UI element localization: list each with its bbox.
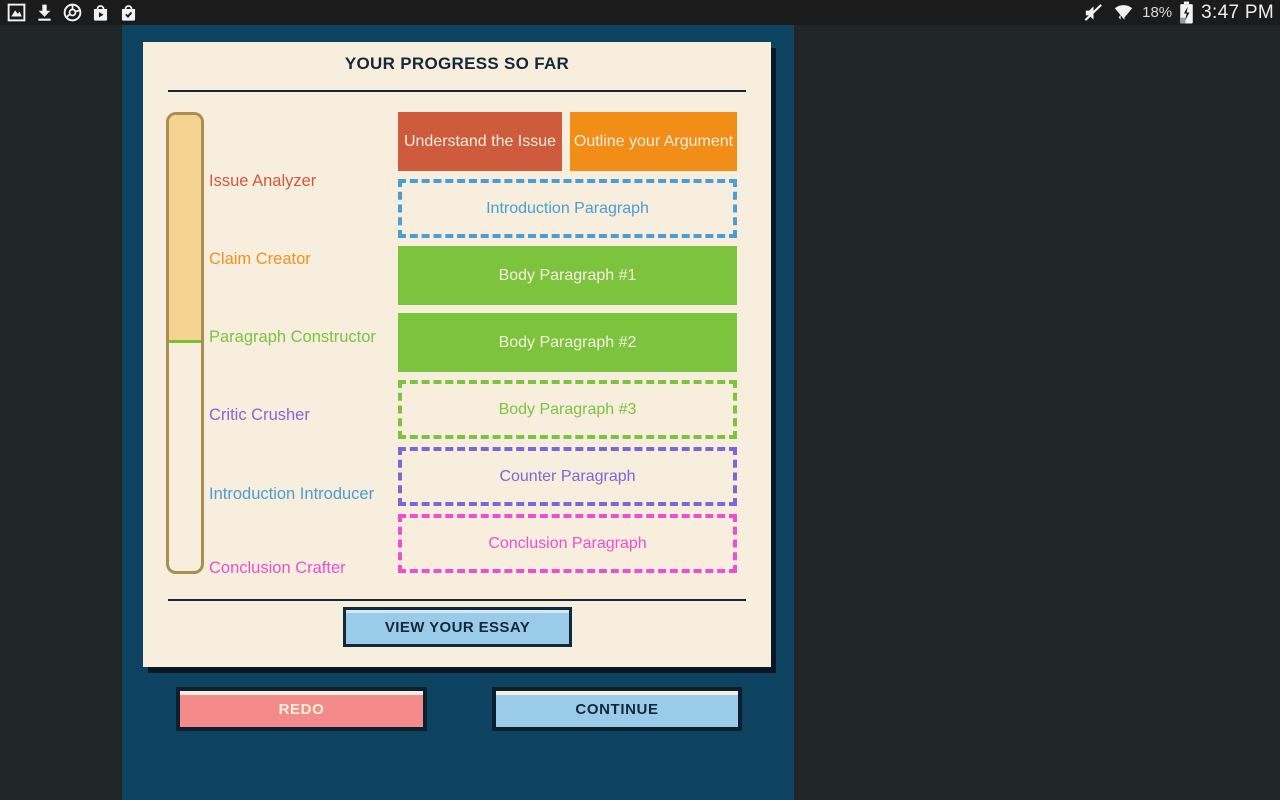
battery-percent: 18%	[1142, 4, 1173, 21]
milestone-claim-creator: Claim Creator	[209, 250, 311, 268]
progress-card: YOUR PROGRESS SO FAR Issue Analyzer Clai…	[143, 42, 771, 667]
block-body-paragraph-3: Body Paragraph #3	[398, 380, 737, 439]
app-panel: YOUR PROGRESS SO FAR Issue Analyzer Clai…	[122, 25, 794, 800]
battery-charging-icon	[1179, 1, 1194, 24]
gallery-icon	[6, 2, 27, 23]
continue-button[interactable]: CONTINUE	[492, 687, 742, 731]
block-counter-paragraph: Counter Paragraph	[398, 447, 737, 506]
progress-meter-fill	[169, 115, 201, 340]
download-icon	[34, 2, 55, 23]
block-conclusion-paragraph: Conclusion Paragraph	[398, 514, 737, 573]
milestone-conclusion-crafter: Conclusion Crafter	[209, 559, 346, 577]
milestone-critic-crusher: Critic Crusher	[209, 406, 310, 424]
chrome-icon	[62, 2, 83, 23]
block-understand-the-issue: Understand the Issue	[398, 112, 562, 171]
milestone-introduction-introducer: Introduction Introducer	[209, 485, 375, 503]
divider-top	[168, 90, 746, 92]
milestone-paragraph-constructor: Paragraph Constructor	[209, 328, 376, 346]
play-store-icon	[90, 2, 111, 23]
clock: 3:47 PM	[1201, 1, 1274, 23]
volume-muted-icon	[1082, 1, 1105, 24]
block-introduction-paragraph: Introduction Paragraph	[398, 179, 737, 238]
block-body-paragraph-1: Body Paragraph #1	[398, 246, 737, 305]
page-title: YOUR PROGRESS SO FAR	[344, 54, 570, 73]
wifi-icon	[1112, 1, 1135, 24]
view-essay-button[interactable]: VIEW YOUR ESSAY	[343, 607, 572, 647]
redo-button[interactable]: REDO	[176, 687, 427, 731]
block-outline-your-argument: Outline your Argument	[570, 112, 737, 171]
progress-meter	[166, 112, 204, 574]
progress-meter-marker	[169, 340, 201, 343]
purchases-check-icon	[118, 2, 139, 23]
divider-bottom	[168, 599, 746, 601]
status-bar: 18% 3:47 PM	[0, 0, 1280, 25]
milestone-issue-analyzer: Issue Analyzer	[209, 172, 317, 190]
system-status-icons: 18% 3:47 PM	[1082, 1, 1274, 24]
notification-icons	[6, 2, 139, 23]
block-body-paragraph-2: Body Paragraph #2	[398, 313, 737, 372]
